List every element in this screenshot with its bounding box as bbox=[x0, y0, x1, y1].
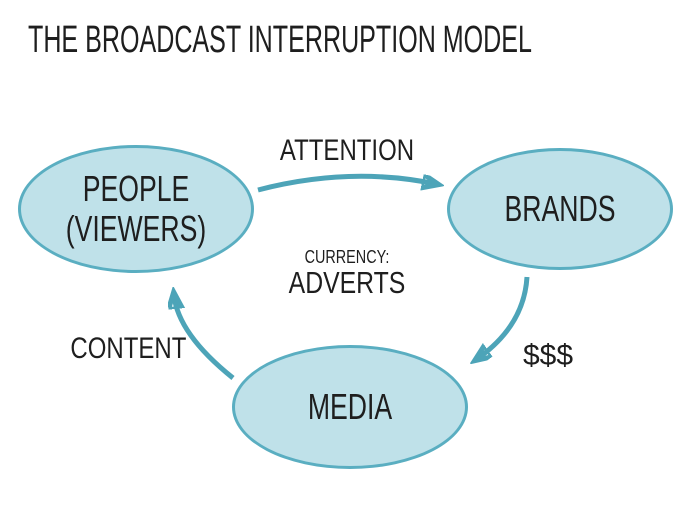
diagram-title: THE BROADCAST INTERRUPTION MODEL bbox=[28, 19, 532, 61]
arrow-media-to-people bbox=[174, 295, 235, 380]
edge-label-attention: ATTENTION bbox=[279, 134, 415, 167]
center-note-adverts: ADVERTS bbox=[288, 265, 406, 300]
arrow-people-to-brands bbox=[257, 173, 436, 193]
center-note-currency: CURRENCY: bbox=[304, 247, 390, 267]
node-brands: BRANDS bbox=[447, 148, 673, 270]
edge-label-content: CONTENT bbox=[70, 332, 187, 365]
node-media-label: MEDIA bbox=[307, 386, 393, 428]
node-people-viewers: PEOPLE (VIEWERS) bbox=[18, 145, 254, 273]
node-brands-label: BRANDS bbox=[504, 188, 616, 230]
node-media: MEDIA bbox=[232, 345, 468, 469]
node-people-label: PEOPLE (VIEWERS) bbox=[65, 168, 207, 249]
arrow-brands-to-media bbox=[477, 276, 530, 359]
edge-label-money: $$$ bbox=[522, 339, 574, 372]
